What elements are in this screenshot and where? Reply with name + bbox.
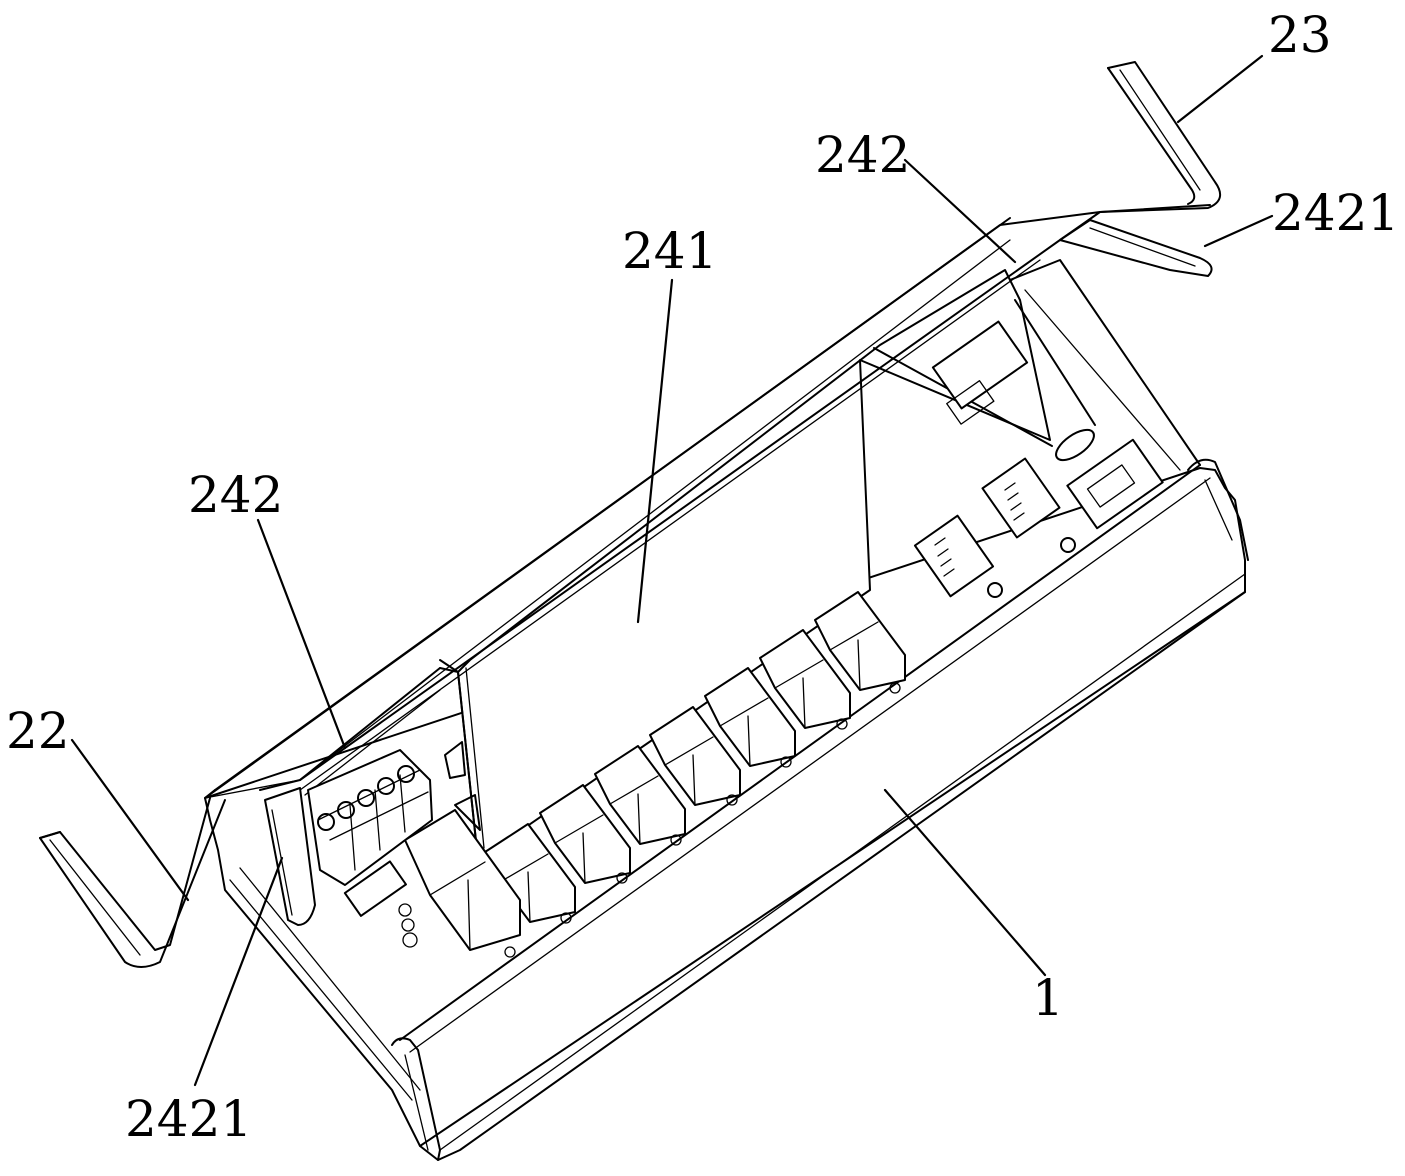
leader-242-top	[905, 160, 1015, 262]
capacitor	[1051, 424, 1099, 466]
leader-242-left	[258, 520, 345, 748]
label-23: 23	[1268, 6, 1332, 64]
label-242-top: 242	[815, 126, 910, 184]
label-22: 22	[6, 702, 70, 760]
label-242-left: 242	[188, 466, 283, 524]
left-bracket	[40, 790, 225, 967]
label-2421-right: 2421	[1272, 184, 1399, 242]
leader-2421-right	[1205, 216, 1272, 246]
leader-1	[885, 790, 1045, 975]
label-1: 1	[1032, 969, 1064, 1027]
right-bracket	[1100, 62, 1220, 212]
label-2421-bottom: 2421	[125, 1090, 252, 1148]
right-clip-tab	[1060, 220, 1212, 276]
label-241: 241	[622, 222, 717, 280]
leader-22	[72, 740, 188, 900]
leader-23	[1178, 56, 1262, 122]
